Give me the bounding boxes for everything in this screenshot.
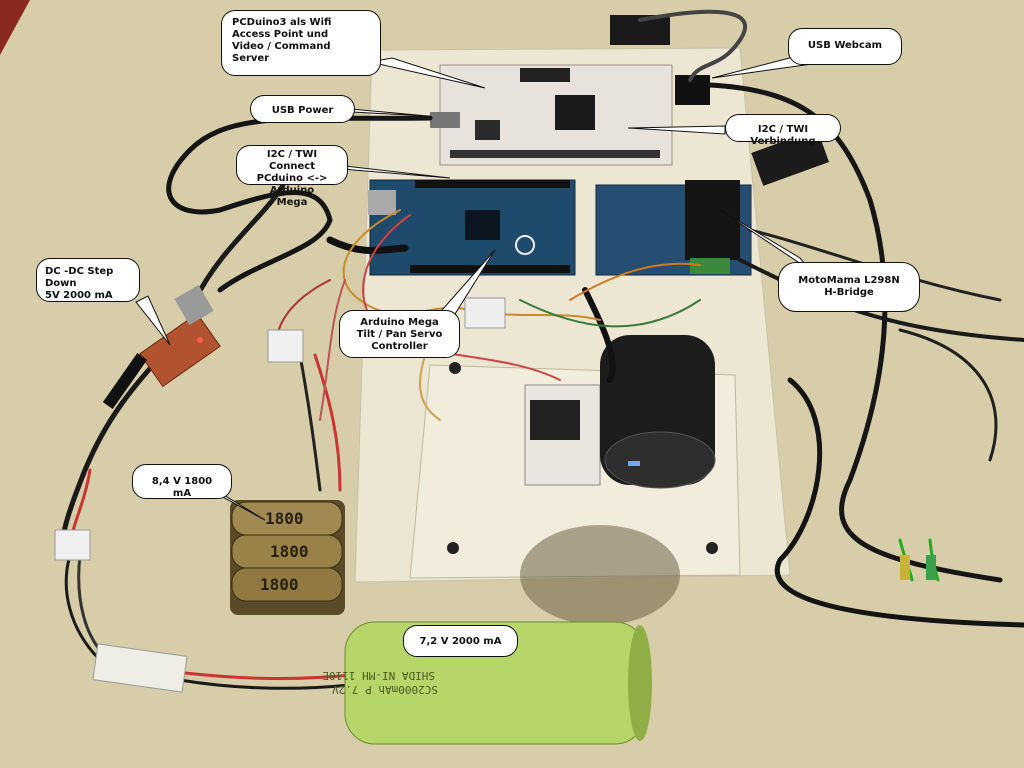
terminal-block xyxy=(690,258,730,274)
connector-white xyxy=(267,329,304,363)
label-i2c-connect: I2C / TWI Connect PCduino <-> Arduino Me… xyxy=(236,145,348,208)
dcdc-led xyxy=(197,337,203,343)
pack-print-line1: SHIDA NI-MH 1110E xyxy=(322,669,435,682)
pan-servo xyxy=(530,400,580,440)
label-usb-webcam: USB Webcam xyxy=(788,28,902,65)
h-bridge-heatsink xyxy=(685,180,740,260)
webcam-led xyxy=(628,461,640,466)
usb-plug xyxy=(174,285,214,325)
arduino-chip xyxy=(465,210,500,240)
webcam-lens-ring xyxy=(604,431,716,489)
arduino-logo xyxy=(515,235,535,255)
red-corner xyxy=(0,0,30,55)
tamiya-connector xyxy=(92,643,188,693)
pack-print-line2: SC2000mAh P 7.2V xyxy=(332,683,438,696)
connector-white xyxy=(464,297,506,329)
mount-hole xyxy=(447,542,459,554)
sensor-module xyxy=(751,129,830,186)
arduino-header xyxy=(410,265,570,273)
arduino-header xyxy=(415,180,570,188)
pcduino-header xyxy=(450,150,660,158)
banana-plug xyxy=(926,555,936,580)
cell-label: 1800 xyxy=(260,575,299,594)
dcdc-module xyxy=(139,312,221,388)
label-battery-8-4v: 8,4 V 1800 mA xyxy=(132,464,232,499)
banana-plug xyxy=(900,555,910,580)
pcduino-connector xyxy=(520,68,570,82)
pcduino-connector xyxy=(430,112,460,128)
pcduino-chip xyxy=(475,120,500,140)
label-battery-7-2v: 7,2 V 2000 mA xyxy=(403,625,518,657)
cables xyxy=(60,9,1024,690)
mount-hole xyxy=(706,542,718,554)
label-pcduino: PCDuino3 als Wifi Access Point und Video… xyxy=(221,10,381,76)
arduino-usb-port xyxy=(368,190,396,215)
label-dcdc: DC -DC Step Down 5V 2000 mA xyxy=(36,258,140,302)
connector-white xyxy=(54,529,91,561)
pcduino-chip xyxy=(555,95,595,130)
label-usb-power: USB Power xyxy=(250,95,355,123)
dc-jack xyxy=(102,352,148,410)
cell-label: 1800 xyxy=(270,542,309,561)
usb-webcam-plug xyxy=(675,75,710,105)
webcam-shadow xyxy=(520,525,680,625)
cell-label: 1800 xyxy=(265,509,304,528)
label-arduino-mega: Arduino Mega Tilt / Pan Servo Controller xyxy=(339,310,460,358)
label-i2c-verbindung: I2C / TWI Verbindung xyxy=(725,114,841,147)
label-motomama: MotoMama L298N H-Bridge xyxy=(778,262,920,312)
battery-pack-8-4v: 1800 1800 1800 xyxy=(230,500,345,615)
callout-pointers xyxy=(135,53,813,521)
mount-hole xyxy=(449,362,461,374)
